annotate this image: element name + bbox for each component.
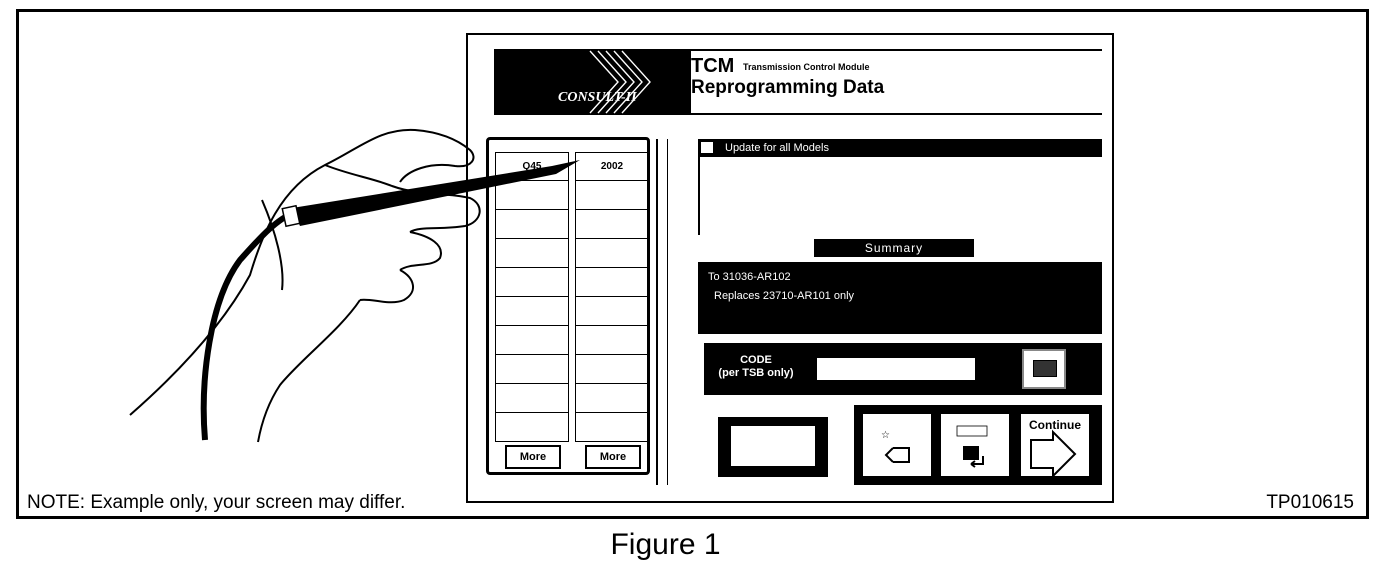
back-arrow-icon: ☆	[881, 430, 910, 463]
header-banner: CONSULT-II TCM Transmission Control Modu…	[494, 49, 1102, 115]
code-input[interactable]	[816, 357, 976, 381]
update-header: Update for all Models	[698, 139, 1102, 157]
consult-chevron-icon	[589, 50, 651, 114]
table-cell[interactable]	[575, 413, 649, 442]
table-cell[interactable]	[495, 384, 569, 413]
table-cell[interactable]	[495, 210, 569, 239]
code-label-line-1: CODE	[740, 354, 772, 366]
nav-buttons: ☆ Continue	[854, 405, 1102, 485]
table-cell[interactable]	[575, 384, 649, 413]
table-cell[interactable]	[575, 239, 649, 268]
table-cell[interactable]	[495, 326, 569, 355]
page-title: Reprogramming Data	[691, 77, 885, 98]
code-label: CODE (per TSB only)	[710, 354, 802, 380]
header-title-area: TCM Transmission Control Module Reprogra…	[691, 51, 1102, 113]
continue-arrow-icon	[1030, 429, 1077, 476]
table-cell[interactable]	[575, 181, 649, 210]
table-cell[interactable]	[495, 239, 569, 268]
table-cell[interactable]	[495, 297, 569, 326]
svg-text:☆: ☆	[881, 430, 890, 441]
vehicle-table: Q45 2002	[486, 137, 650, 475]
continue-label: Continue	[1029, 418, 1081, 432]
table-cell[interactable]	[575, 210, 649, 239]
table-cell[interactable]	[575, 268, 649, 297]
scroll-rail[interactable]	[656, 139, 668, 485]
summary-box: To 31036-AR102 Replaces 23710-AR101 only	[698, 262, 1102, 334]
year-header[interactable]: 2002	[575, 152, 649, 181]
main-menu-button[interactable]	[940, 413, 1010, 477]
module-abbr: TCM	[691, 55, 735, 77]
table-cell[interactable]	[495, 413, 569, 442]
table-cell[interactable]	[495, 181, 569, 210]
figure-caption: Figure 1	[610, 528, 721, 561]
blank-button[interactable]	[730, 425, 816, 467]
model-column: Q45	[495, 152, 569, 442]
keyboard-icon	[1033, 360, 1057, 377]
summary-label: Summary	[814, 239, 974, 257]
model-header[interactable]: Q45	[495, 152, 569, 181]
more-button-model[interactable]: More	[505, 445, 561, 469]
main-menu-icon	[956, 425, 988, 468]
summary-line-2: Replaces 23710-AR101 only	[714, 290, 855, 302]
brand-logo: CONSULT-II	[558, 90, 637, 105]
update-list	[698, 157, 1102, 235]
table-cell[interactable]	[495, 268, 569, 297]
table-cell[interactable]	[575, 326, 649, 355]
table-cell[interactable]	[575, 297, 649, 326]
module-name: Transmission Control Module	[743, 62, 870, 72]
tablet-screen: CONSULT-II TCM Transmission Control Modu…	[466, 33, 1114, 503]
figure-ref: TP010615	[1266, 492, 1354, 513]
code-bar: CODE (per TSB only)	[704, 343, 1102, 395]
code-label-line-2: (per TSB only)	[718, 367, 794, 379]
more-button-year[interactable]: More	[585, 445, 641, 469]
note-text: NOTE: Example only, your screen may diff…	[27, 492, 406, 513]
update-text: Update for all Models	[725, 142, 829, 154]
continue-button[interactable]: Continue	[1020, 413, 1090, 477]
year-column: 2002	[575, 152, 649, 442]
back-button[interactable]: ☆	[862, 413, 932, 477]
table-cell[interactable]	[575, 355, 649, 384]
figure-frame: CONSULT-II TCM Transmission Control Modu…	[16, 9, 1369, 519]
blank-button-frame	[718, 417, 828, 477]
update-icon	[701, 142, 713, 153]
summary-line-1: To 31036-AR102	[708, 271, 791, 283]
table-cell[interactable]	[495, 355, 569, 384]
keyboard-button[interactable]	[1022, 349, 1066, 389]
